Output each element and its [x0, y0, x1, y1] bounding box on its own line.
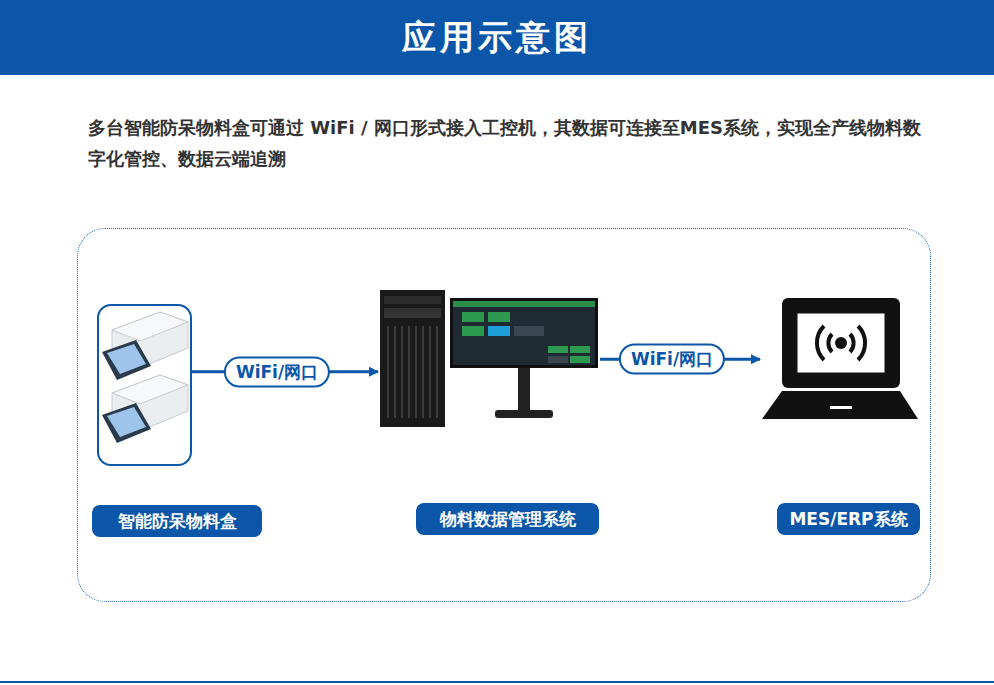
ui-button — [570, 356, 590, 363]
ui-block — [514, 326, 544, 336]
device-display — [107, 344, 146, 374]
device-display — [107, 407, 146, 437]
system-node: MES/ERP系统 — [760, 298, 920, 422]
edge-label: WiFi/网口 — [619, 344, 725, 375]
device-screen — [102, 340, 151, 380]
label-pill: MES/ERP系统 — [777, 503, 920, 535]
signal-dot — [835, 337, 847, 349]
laptop-display — [796, 312, 886, 374]
edge-label: WiFi/网口 — [224, 356, 330, 387]
monitor-screen — [453, 301, 595, 365]
description-text: 多台智能防呆物料盒可通过 WiFi / 网口形式接入工控机，其数据可连接至MES… — [88, 112, 938, 174]
laptop-base — [762, 391, 918, 419]
laptop-screen — [782, 298, 900, 388]
label-pill: 智能防呆物料盒 — [92, 505, 262, 537]
device-screen — [102, 403, 151, 443]
system-node: 智能防呆物料盒 — [97, 304, 192, 466]
ui-block — [462, 312, 484, 322]
pc-tower — [380, 290, 445, 427]
page-title: 应用示意图 — [0, 0, 994, 75]
signal-arc — [817, 326, 865, 360]
pc-drive — [384, 308, 441, 318]
pc-vents — [388, 326, 437, 418]
pc-ports — [384, 296, 441, 304]
ui-button — [570, 346, 590, 353]
signal-arc — [828, 334, 853, 352]
ui-bar — [453, 301, 595, 307]
label-pill: 物料数据管理系统 — [416, 503, 599, 535]
laptop-slot — [830, 406, 852, 409]
monitor-frame — [450, 298, 598, 368]
footer-line — [0, 681, 994, 683]
device-top — [112, 375, 188, 404]
ui-block — [488, 326, 510, 336]
ui-button — [548, 356, 568, 363]
ui-block — [488, 312, 510, 322]
monitor-stand — [518, 368, 530, 410]
monitor-base — [495, 410, 553, 418]
device-top — [112, 312, 188, 341]
ui-button — [548, 346, 568, 353]
ui-block — [462, 326, 484, 336]
system-node: 物料数据管理系统 — [378, 290, 600, 427]
